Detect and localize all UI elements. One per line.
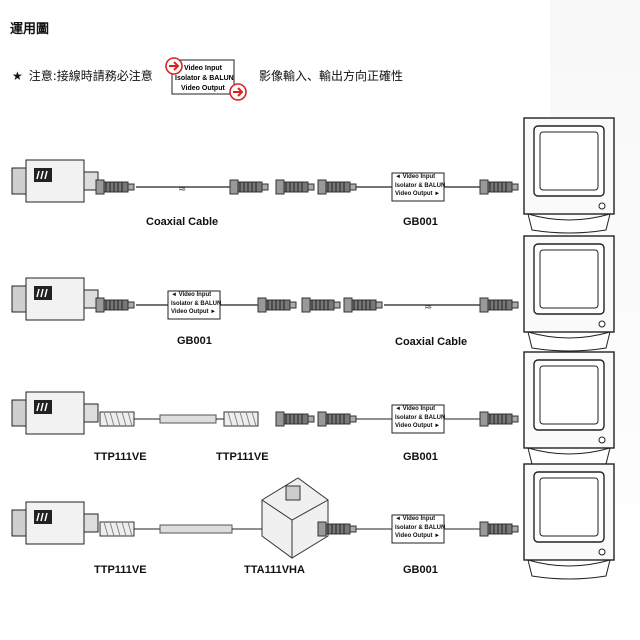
bnc-connector-icon	[479, 521, 519, 537]
svg-text:≈: ≈	[178, 184, 186, 195]
row4-label-1: TTP111VE	[94, 564, 147, 576]
row2-label-2: Coaxial Cable	[395, 336, 468, 348]
legend-output-label: Video Output	[181, 85, 225, 92]
ttp-balun-icon	[223, 411, 259, 427]
row4-label-2: TTA111VHA	[244, 564, 305, 576]
bnc-connector-icon	[479, 411, 519, 427]
ttp-balun-icon	[99, 521, 135, 537]
junction-box-icon	[261, 477, 329, 559]
row1-label-2: GB001	[403, 216, 438, 228]
balun-box-output-label: Video Output ►	[395, 533, 441, 539]
legend-input-label: Video Input	[184, 65, 223, 72]
star-icon: ★	[12, 68, 23, 83]
balun-box-middle-label: Isolator & BALUN	[395, 524, 446, 531]
row4-label-3: GB001	[403, 564, 438, 576]
monitor-icon	[523, 351, 615, 468]
camera-icon	[11, 277, 99, 321]
monitor-icon	[523, 463, 615, 580]
twisted-pair-cable	[159, 414, 217, 424]
note-row: ★ 注意:接線時請務必注意	[12, 67, 161, 84]
bnc-connector-icon	[275, 411, 315, 427]
bnc-connector-icon	[479, 179, 519, 195]
row2-label-1: GB001	[177, 335, 212, 347]
twisted-pair-cable	[159, 524, 233, 534]
camera-icon	[11, 391, 99, 435]
bnc-connector-icon	[479, 297, 519, 313]
balun-box-middle-label: Isolator & BALUN	[171, 300, 222, 307]
row3-label-2: TTP111VE	[216, 451, 269, 463]
page-title: 運用圖	[10, 22, 50, 37]
balun-box-input-label: ◄ Video Input	[171, 292, 212, 298]
note-suffix: 影像輸入、輸出方向正確性	[259, 69, 404, 83]
balun-box-input-label: ◄ Video Input	[395, 174, 436, 180]
svg-text:≈: ≈	[424, 302, 432, 313]
bnc-connector-icon	[229, 179, 269, 195]
balun-box-middle-label: Isolator & BALUN	[395, 414, 446, 421]
camera-icon	[11, 501, 99, 545]
row1-label-1: Coaxial Cable	[146, 216, 219, 228]
balun-box-output-label: Video Output ►	[171, 309, 217, 315]
row3-label-1: TTP111VE	[94, 451, 147, 463]
bnc-connector-icon	[301, 297, 341, 313]
monitor-icon	[523, 117, 615, 234]
bnc-connector-icon	[95, 179, 135, 195]
balun-box-output-label: Video Output ►	[395, 423, 441, 429]
balun-box-middle-label: Isolator & BALUN	[395, 182, 446, 189]
bnc-connector-icon	[257, 297, 297, 313]
legend-diagram: Video Input Isolator & BALUN Video Outpu…	[165, 57, 247, 101]
bnc-connector-icon	[317, 521, 357, 537]
bnc-connector-icon	[317, 179, 357, 195]
bnc-connector-icon	[343, 297, 383, 313]
row3-label-3: GB001	[403, 451, 438, 463]
legend-middle-label: Isolator & BALUN	[175, 75, 234, 82]
bnc-connector-icon	[95, 297, 135, 313]
monitor-icon	[523, 235, 615, 352]
bnc-connector-icon	[317, 411, 357, 427]
balun-box-input-label: ◄ Video Input	[395, 406, 436, 412]
balun-box-input-label: ◄ Video Input	[395, 516, 436, 522]
ttp-balun-icon	[99, 411, 135, 427]
note-prefix: 注意:接線時請務必注意	[28, 69, 153, 83]
camera-icon	[11, 159, 99, 203]
bnc-connector-icon	[275, 179, 315, 195]
balun-box-output-label: Video Output ►	[395, 191, 441, 197]
